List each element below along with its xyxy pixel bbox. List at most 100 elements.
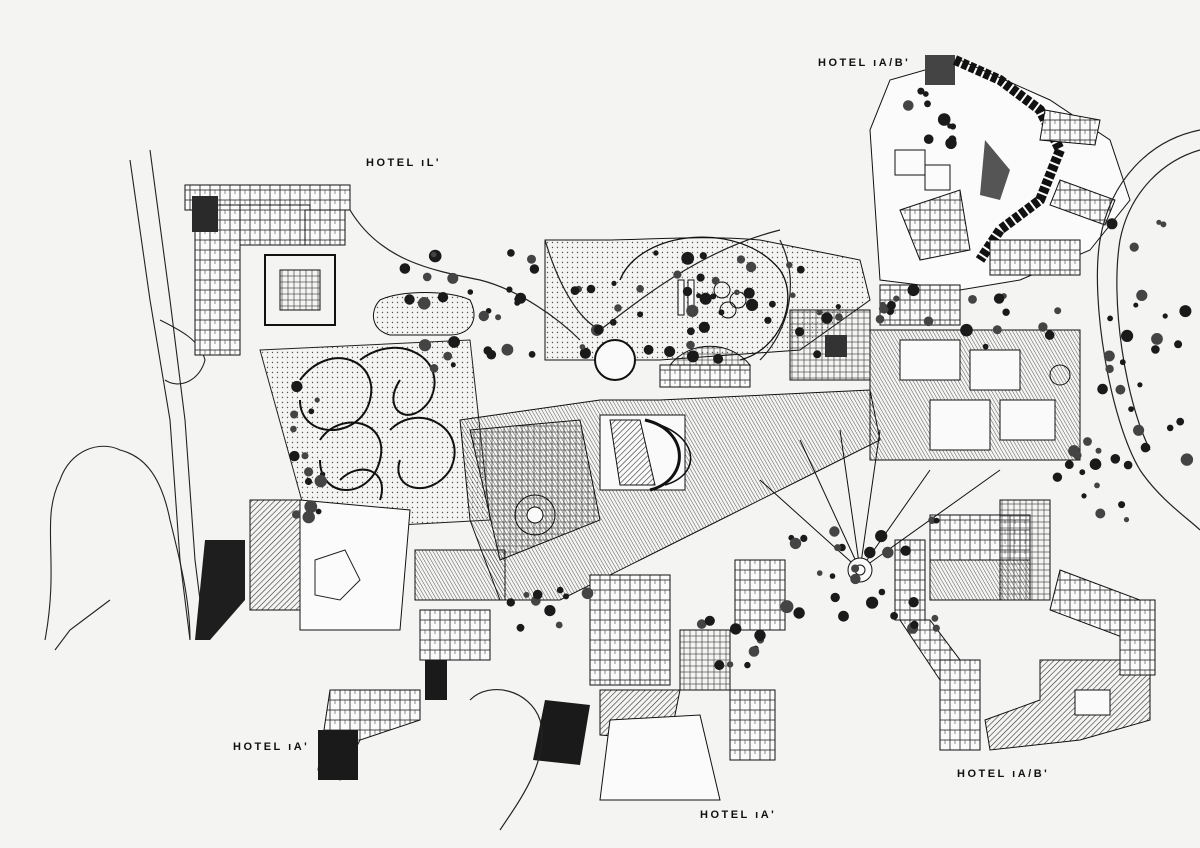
tree-icon <box>1002 308 1010 316</box>
tree-icon <box>711 276 720 285</box>
label-hotel-l: HOTEL ıL' <box>366 157 441 169</box>
tree-icon <box>450 362 456 368</box>
tree-icon <box>302 510 315 524</box>
tree-icon <box>563 593 569 600</box>
label-hotel-a-left: HOTEL ıA' <box>233 741 309 753</box>
hotel-a-left-building <box>195 499 506 781</box>
tree-icon <box>516 623 525 632</box>
tree-icon <box>917 87 925 95</box>
tree-icon <box>304 467 314 477</box>
tree-icon <box>1137 382 1143 388</box>
tree-icon <box>1095 447 1102 454</box>
tree-icon <box>586 284 596 294</box>
tree-icon <box>1123 517 1130 523</box>
tree-icon <box>875 314 885 324</box>
tree-icon <box>923 134 934 144</box>
tree-icon <box>399 263 411 274</box>
tree-icon <box>682 286 693 297</box>
tree-icon <box>314 474 327 488</box>
tree-icon <box>714 660 725 671</box>
tree-icon <box>713 353 724 364</box>
tree-icon <box>687 327 695 336</box>
tree-icon <box>743 287 755 299</box>
tree-icon <box>745 298 759 311</box>
tree-icon <box>291 380 303 393</box>
tree-icon <box>769 300 776 308</box>
tree-icon <box>1156 219 1162 225</box>
tree-icon <box>937 113 951 126</box>
tree-icon <box>555 621 563 629</box>
tree-icon <box>1064 460 1074 469</box>
tree-icon <box>1094 482 1100 489</box>
tree-icon <box>1106 218 1118 230</box>
tree-icon <box>290 410 299 419</box>
roads <box>349 129 1200 831</box>
tree-icon <box>745 261 757 273</box>
tree-icon <box>931 614 939 622</box>
tree-icon <box>1162 313 1168 319</box>
tree-icon <box>686 350 699 363</box>
tree-icon <box>790 292 796 299</box>
tree-icon <box>821 312 833 324</box>
tree-icon <box>945 137 957 149</box>
tree-icon <box>748 646 760 657</box>
tree-icon <box>882 546 894 559</box>
tree-icon <box>834 544 842 552</box>
tree-icon <box>507 249 515 257</box>
tree-icon <box>1038 322 1048 332</box>
tree-icon <box>527 254 536 264</box>
tree-icon <box>1151 333 1163 345</box>
tree-icon <box>699 292 712 305</box>
tree-icon <box>581 587 594 600</box>
tree-icon <box>696 619 707 629</box>
tree-icon <box>922 91 929 97</box>
tree-icon <box>1179 305 1192 318</box>
tree-icon <box>878 588 886 596</box>
tree-icon <box>443 351 453 361</box>
tree-icon <box>653 250 659 256</box>
tree-icon <box>681 251 695 265</box>
tree-icon <box>968 295 977 304</box>
tree-icon <box>664 346 676 357</box>
tree-icon <box>886 300 896 310</box>
hotel-l-building <box>184 184 351 356</box>
tree-icon <box>1174 340 1183 349</box>
tree-icon <box>924 100 931 108</box>
tree-icon <box>614 304 622 312</box>
tree-icon <box>923 316 934 327</box>
tree-icon <box>813 350 822 359</box>
trees <box>289 87 1194 671</box>
tree-icon <box>1103 350 1115 362</box>
tree-icon <box>611 280 617 286</box>
tree-icon <box>448 336 460 348</box>
tree-icon <box>993 293 1005 304</box>
tree-icon <box>1129 242 1139 252</box>
tree-icon <box>835 313 843 321</box>
tree-icon <box>734 289 740 296</box>
tree-icon <box>478 310 489 322</box>
tree-icon <box>1133 424 1145 436</box>
tree-icon <box>1119 359 1126 366</box>
tree-icon <box>736 255 746 264</box>
label-hotel-a-bottom: HOTEL ıA' <box>700 809 776 821</box>
tree-icon <box>800 534 808 543</box>
tree-icon <box>780 600 794 614</box>
tree-icon <box>304 477 313 486</box>
tree-icon <box>304 500 318 514</box>
tree-icon <box>982 343 989 350</box>
tree-icon <box>1097 383 1108 395</box>
tree-icon <box>835 304 841 310</box>
tree-icon <box>1110 454 1121 464</box>
tree-icon <box>673 270 682 279</box>
tree-icon <box>1073 451 1082 460</box>
tree-icon <box>643 344 654 355</box>
tree-icon <box>556 586 564 594</box>
tree-icon <box>1123 460 1133 470</box>
tree-icon <box>1107 315 1113 322</box>
tree-icon <box>523 591 530 598</box>
tree-icon <box>1081 493 1087 499</box>
label-hotel-ab-bottom: HOTEL ıA/B' <box>957 768 1049 780</box>
tree-icon <box>422 272 432 282</box>
tree-icon <box>292 510 301 519</box>
tree-icon <box>816 570 823 576</box>
